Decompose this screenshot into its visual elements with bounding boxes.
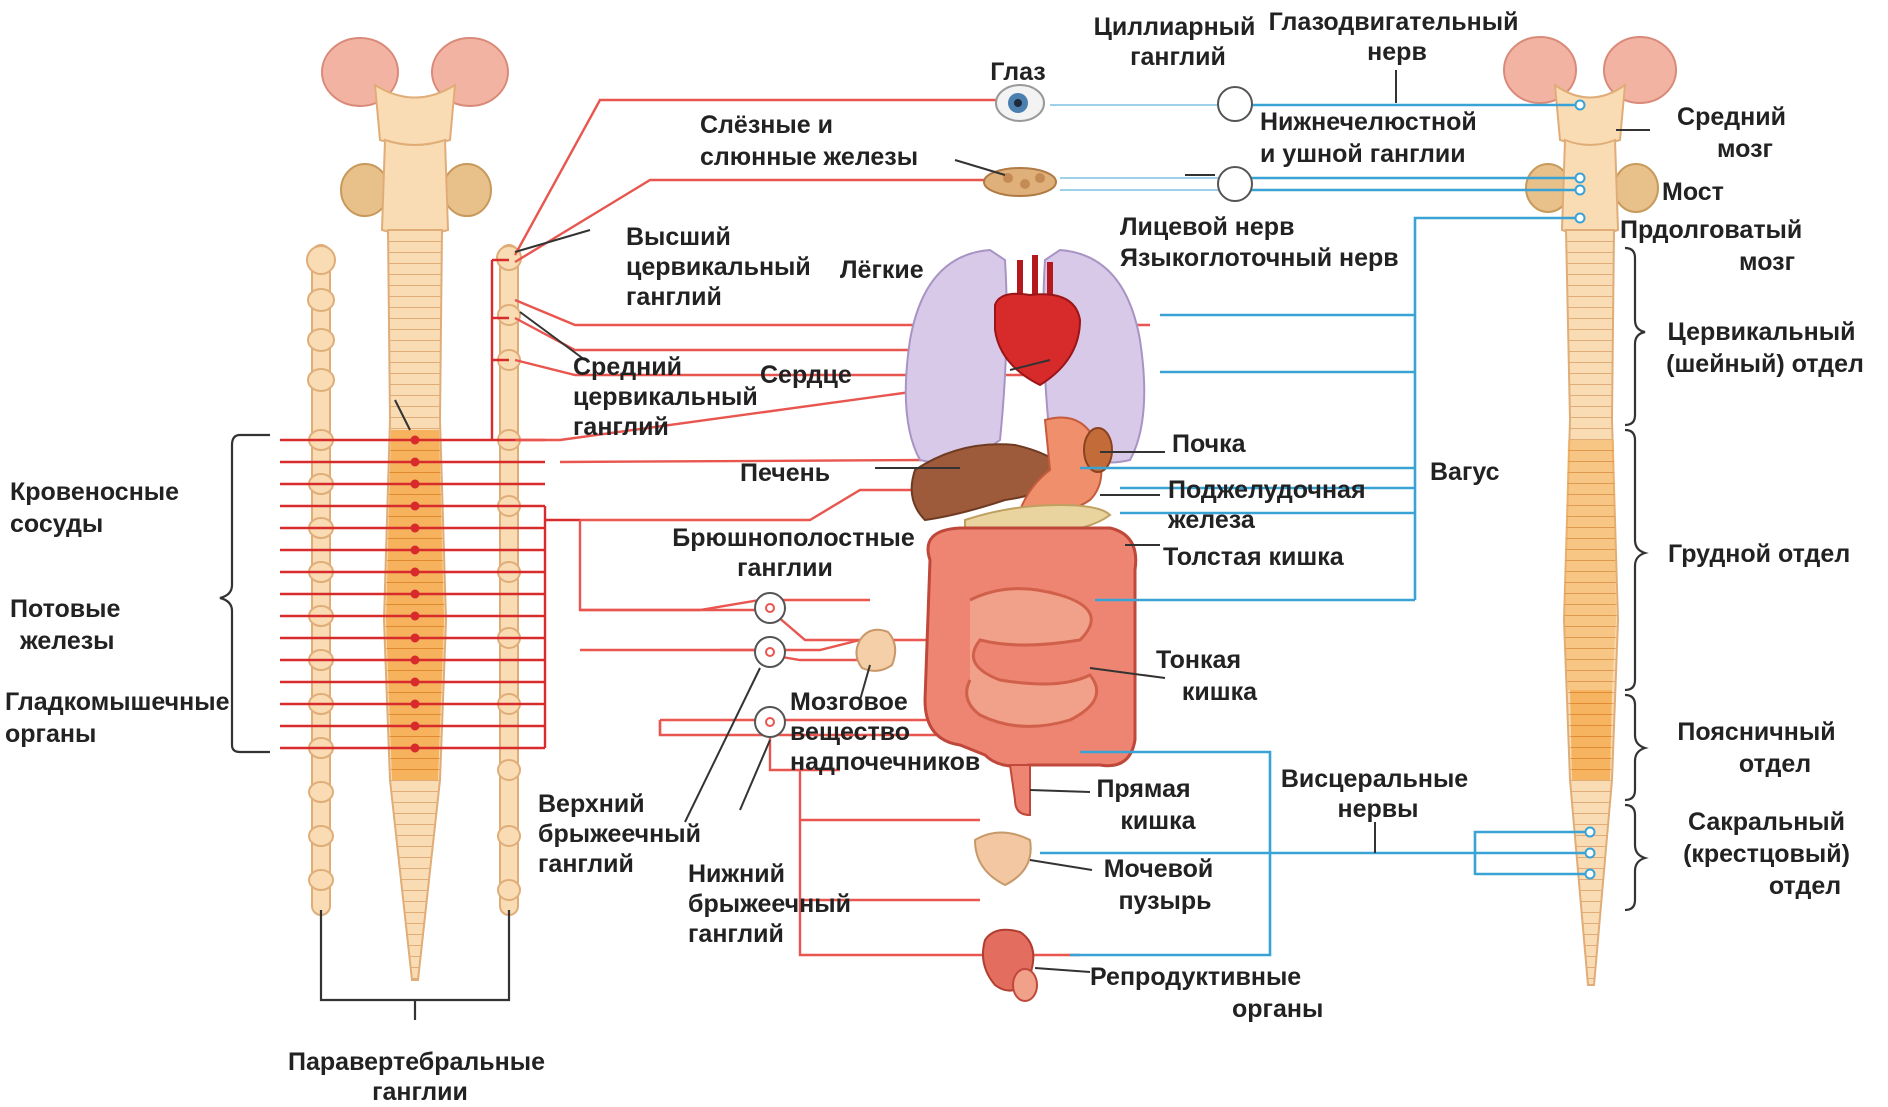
kidney-organ <box>1084 428 1112 472</box>
ciliary-ganglion-label: Циллиарный ганглий <box>1094 13 1263 71</box>
superior-cervical-ganglion-label: Высший цервикальный ганглий <box>626 223 818 311</box>
small-intestine-label: Тонкая кишка <box>1156 646 1258 706</box>
paravertebral-chain-left <box>307 245 335 915</box>
rectum-label: Прямая кишка <box>1096 775 1197 835</box>
inferior-mesenteric-ganglion <box>755 707 785 737</box>
celiac-ganglion <box>755 593 785 623</box>
paravertebral-chain-right <box>497 245 521 915</box>
sympathetic-brain <box>322 38 508 235</box>
lungs-label: Лёгкие <box>840 256 924 284</box>
smooth-muscle-organs-label: Гладкомышечные органы <box>5 688 237 748</box>
glossopharyngeal-nerve-label: Языкоглоточный нерв <box>1120 244 1399 272</box>
paravertebral-ganglia-label: Паравертебральные ганглии <box>288 1048 552 1102</box>
large-intestine-organ <box>925 528 1136 766</box>
medulla-label: Прдолговатый мозг <box>1620 216 1809 276</box>
bladder-label: Мочевой пузырь <box>1104 855 1221 915</box>
celiac-ganglia-label: Брюшнополостные ганглии <box>672 524 922 582</box>
sacral-region-label: Сакральный (крестцовый) отдел <box>1683 808 1857 900</box>
bladder-organ <box>975 833 1031 886</box>
liver-label: Печень <box>740 459 830 487</box>
mandibular-otic-ganglia-label: Нижнечелюстной и ушной ганглии <box>1260 108 1484 168</box>
visceral-nerves-label: Висцеральные нервы <box>1281 765 1475 823</box>
rectum-organ <box>1010 765 1030 815</box>
superior-mesenteric-ganglion-label: Верхний брыжеечный ганглий <box>538 790 708 878</box>
blood-vessels-label: Кровеносные сосуды <box>10 478 186 538</box>
parasympathetic-ganglia-circles <box>1218 87 1252 201</box>
pancreas-label: Поджелудочная железа <box>1167 476 1373 534</box>
cervical-region-label: Цервикальный (шейный) отдел <box>1666 318 1864 378</box>
vagus-label: Вагус <box>1430 458 1500 486</box>
inferior-mesenteric-ganglion-label: Нижний брыжеечный ганглий <box>688 860 858 948</box>
reproductive-organs-organ <box>983 930 1037 1001</box>
parasympathetic-brain <box>1504 37 1676 235</box>
facial-nerve-label: Лицевой нерв <box>1120 213 1294 241</box>
sweat-glands-label: Потовые железы <box>10 595 127 655</box>
right-spinal-region-braces <box>1625 248 1645 910</box>
lumbar-region-label: Поясничный отдел <box>1677 718 1842 778</box>
pons-label: Мост <box>1662 178 1724 206</box>
sympathetic-spinal-cord <box>384 230 446 980</box>
eye-label: Глаз <box>990 58 1045 86</box>
superior-mesenteric-ganglion <box>755 637 785 667</box>
reproductive-organs-label: Репродуктивные органы <box>1090 963 1323 1023</box>
eye-organ <box>996 85 1044 121</box>
midbrain-label: Средний мозг <box>1677 103 1793 163</box>
middle-cervical-ganglion-label: Средний цервикальный ганглий <box>573 353 765 441</box>
oculomotor-nerve-label: Глазодвигательный нерв <box>1269 8 1526 66</box>
thoracic-region-label: Грудной отдел <box>1668 540 1850 568</box>
large-intestine-label: Толстая кишка <box>1163 543 1345 571</box>
lacrimal-salivary-label: Слёзные и слюнные железы <box>700 111 918 171</box>
kidney-label: Почка <box>1172 430 1247 458</box>
heart-label: Сердце <box>760 361 852 389</box>
adrenal-medulla-organ <box>856 630 895 671</box>
